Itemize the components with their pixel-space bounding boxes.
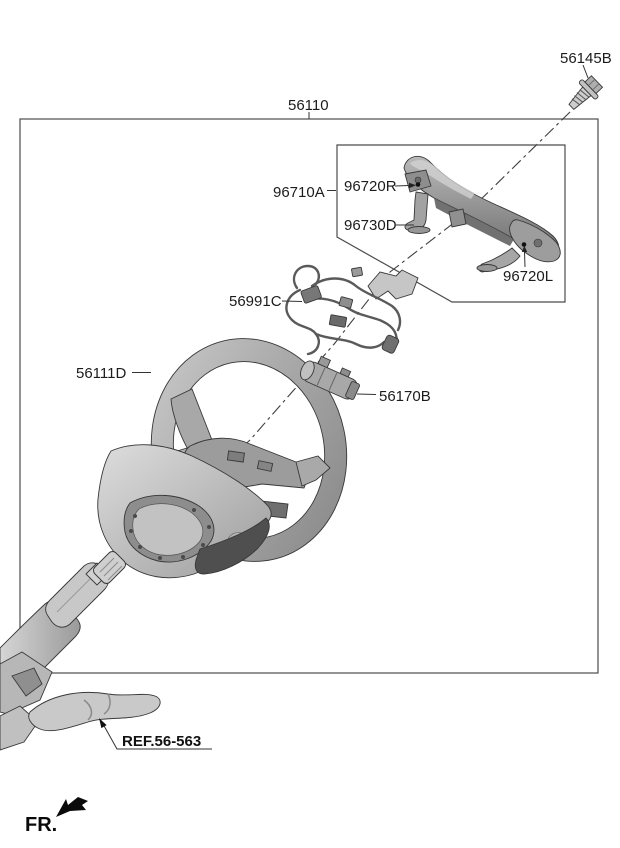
label-ref-56-563: REF.56-563 [122,733,201,750]
label-96720L: 96720L [503,268,553,285]
label-96730D: 96730D [344,217,397,234]
part-wire-harness [285,264,419,356]
label-96720R: 96720R [344,178,397,195]
leader-96720R-line [394,185,410,187]
part-lower-cover [97,444,272,579]
leader-96720L-line [524,251,526,268]
callout-56991C: 56991C [229,293,303,310]
dot-96720L [521,242,527,247]
callout-ref-56-563: REF.56-563 [99,718,212,750]
callout-96720L: 96720L [503,242,553,285]
leader-56991C-line [281,300,303,302]
part-steering-column [0,551,126,751]
arrowhead-96720R-icon [409,182,416,189]
part-damper-module [300,355,360,400]
assembly-boundary-box [19,118,599,674]
label-56111D: 56111D [76,365,126,382]
callout-56170B: 56170B [356,388,431,405]
bezel-subassembly-box [336,144,566,303]
label-56145B: 56145B [560,50,612,67]
label-56110: 56110 [288,97,329,114]
dot-96720R [415,182,421,187]
bolt-icon [568,75,604,110]
label-fr: FR. [25,814,57,836]
ref-arrowhead-icon [99,718,107,729]
part-bolt: 56145B [560,50,612,110]
callout-56110: 56110 [288,97,329,119]
leader-56145B-line [582,64,589,79]
label-96710A: 96710A [273,184,325,201]
callout-96720R: 96720R [344,178,421,195]
label-56991C: 56991C [229,293,282,310]
fr-marker: FR. [25,797,88,836]
part-column-lever [28,691,161,732]
callout-96730D: 96730D [344,217,414,234]
callout-56111D: 56111D [76,365,151,382]
arrowhead-96720L-icon [521,245,528,252]
leader-56170B-line [356,393,377,395]
fr-direction-arrow-icon [56,797,88,817]
label-56170B: 56170B [379,388,431,405]
part-bezel-assembly [403,155,561,273]
callout-96710A: 96710A [273,184,336,201]
leader-ref-line [102,723,212,750]
